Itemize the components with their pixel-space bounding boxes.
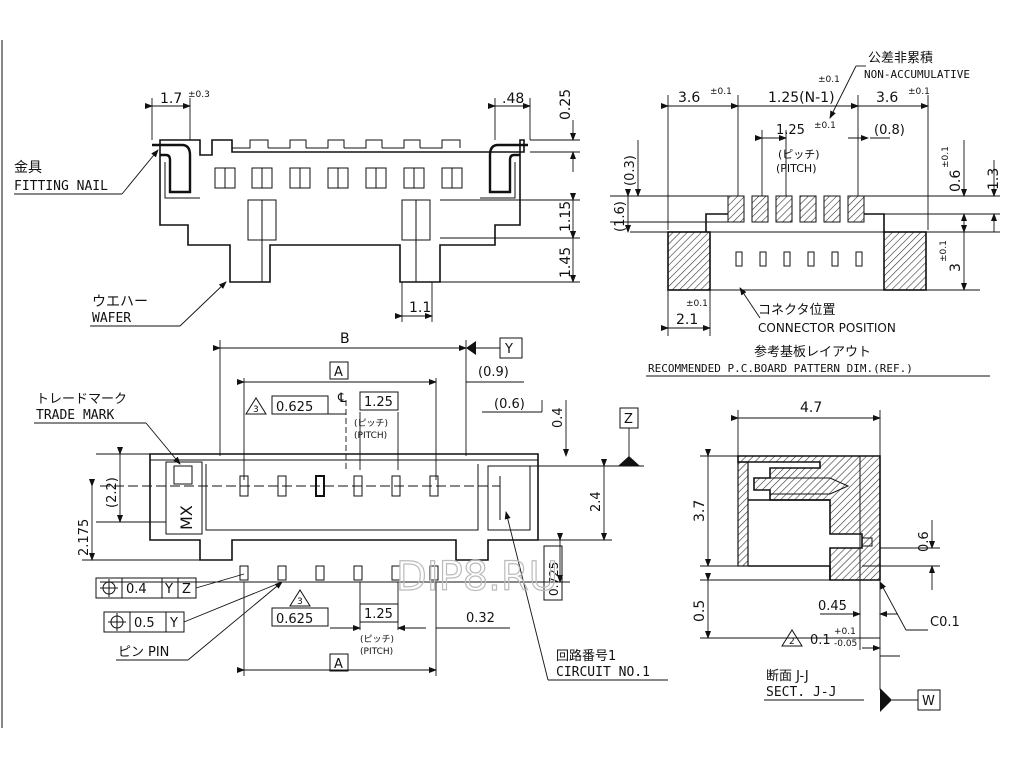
dim-1-7-tol: ±0.3 xyxy=(188,90,210,100)
pin-en: PIN xyxy=(148,645,169,660)
dim-3-6-right: 3.6 xyxy=(876,90,898,106)
dim-3-tol: ±0.1 xyxy=(939,240,949,262)
pin-jp: ピン xyxy=(118,645,144,660)
fitting-nail-en: FITTING NAIL xyxy=(14,179,108,194)
pitch-en-bottom: (PITCH) xyxy=(360,647,393,657)
note-3-top: 3 xyxy=(253,405,259,415)
centerline-icon: ℄ xyxy=(337,391,347,406)
dim-0-725: 0.725 xyxy=(547,562,561,596)
dim-1-6: (1.6) xyxy=(613,201,628,232)
dim-1-15: 1.15 xyxy=(558,201,574,232)
dim-1-7: 1.7 xyxy=(160,91,182,107)
fitting-nail-jp: 金具 xyxy=(14,160,42,176)
dim-1-25-tol: ±0.1 xyxy=(814,121,836,131)
dim-0-6: 0.6 xyxy=(948,170,964,192)
datum-Y-box xyxy=(499,337,523,359)
wafer-jp: ウエハー xyxy=(92,294,148,310)
section-en: SECT. J-J xyxy=(766,685,836,700)
dim-0-5: 0.5 xyxy=(692,600,708,622)
note-2: 2 xyxy=(789,637,795,647)
dim-3: 3 xyxy=(948,263,964,272)
dim-1-45: 1.45 xyxy=(558,247,574,278)
tol-pos-2-ref: Y xyxy=(169,616,178,631)
front-view: B Y A (0.9) トレードマーク TRADE MARK 3 0.625 ℄… xyxy=(34,331,668,681)
pitch-jp-top: (ピッチ) xyxy=(354,418,388,429)
dim-1-3: 1.3 xyxy=(986,168,1002,190)
dim-48: .48 xyxy=(502,91,524,107)
dim-0-6-front: (0.6) xyxy=(494,397,525,412)
pcb-title-en: RECOMMENDED P.C.BOARD PATTERN DIM.(REF.) xyxy=(648,362,913,375)
dim-2-2: (2.2) xyxy=(105,477,120,508)
non-accum-en: NON-ACCUMULATIVE xyxy=(864,68,970,81)
dim-3-6-left: 3.6 xyxy=(678,90,700,106)
dim-2-1-tol: ±0.1 xyxy=(686,299,708,309)
pitch-jp: (ピッチ) xyxy=(778,148,820,161)
connector-position-jp: コネクタ位置 xyxy=(758,303,835,318)
dim-0-32: 0.32 xyxy=(466,611,495,626)
wafer-en: WAFER xyxy=(92,311,131,326)
dim-2-1: 2.1 xyxy=(676,312,698,328)
dim-0-3: (0.3) xyxy=(623,155,638,186)
chamfer-c0-1: C0.1 xyxy=(930,615,960,630)
tol-pos-2: 0.5 xyxy=(134,616,155,631)
dim-pitch-total: 1.25(N-1) xyxy=(768,90,835,106)
dim-1-1: 1.1 xyxy=(409,300,431,316)
dim-0-6-tol: ±0.1 xyxy=(941,146,951,168)
dim-0-4-front: 0.4 xyxy=(551,407,566,428)
dim-4-7: 4.7 xyxy=(800,400,822,416)
top-view: 1.7 ±0.3 .48 0.25 1.15 1.45 1.1 金具 FITTI… xyxy=(14,89,580,327)
dim-3-6-left-tol: ±0.1 xyxy=(710,87,732,97)
dim-0-6-section: 0.6 xyxy=(917,531,932,552)
dim-0-625-bottom: 0.625 xyxy=(276,612,313,627)
dim-0-1-tol-up: +0.1 xyxy=(834,627,856,637)
dim-0-1: 0.1 xyxy=(810,633,831,648)
dim-0-1-tol-dn: -0.05 xyxy=(834,639,857,649)
non-accum-jp: 公差非累積 xyxy=(868,51,933,66)
tol-pos-1-ref-b: Z xyxy=(182,582,191,597)
dim-0-45: 0.45 xyxy=(818,599,847,614)
logo-square-icon xyxy=(173,465,193,485)
dim-0-9: (0.9) xyxy=(478,365,509,380)
datum-Z: Z xyxy=(624,412,633,427)
dim-pitch-total-tol: ±0.1 xyxy=(818,75,840,85)
dim-A-top: A xyxy=(334,365,343,380)
pitch-en-top: (PITCH) xyxy=(354,431,387,441)
circuit-no-1-jp: 回路番号1 xyxy=(556,648,616,664)
dim-2-175: 2.175 xyxy=(77,519,92,556)
dim-3-6-right-tol: ±0.1 xyxy=(908,87,930,97)
section-jp: 断面 J-J xyxy=(766,669,809,684)
datum-Y: Y xyxy=(504,342,513,357)
trade-mark-jp: トレードマーク xyxy=(36,392,127,407)
dim-1-25-top: 1.25 xyxy=(364,395,393,410)
trade-mark-en: TRADE MARK xyxy=(36,408,114,423)
note-3-bottom: 3 xyxy=(297,597,303,607)
dim-1-25: 1.25 xyxy=(776,123,805,138)
connector-position-en: CONNECTOR POSITION xyxy=(758,321,896,335)
watermark: DIP8.RU xyxy=(396,554,558,600)
section-view: 4.7 3.7 0.5 0.6 0.45 C0.1 2 0.1 xyxy=(692,400,960,712)
tol-pos-1: 0.4 xyxy=(126,582,147,597)
dim-0-25: 0.25 xyxy=(558,89,574,120)
dim-2-4: 2.4 xyxy=(589,491,604,512)
pcb-title-jp: 参考基板レイアウト xyxy=(754,344,871,360)
circuit-no-1-en: CIRCUIT NO.1 xyxy=(556,665,650,680)
dim-0-625-top: 0.625 xyxy=(276,400,313,415)
tol-pos-1-ref-a: Y xyxy=(164,582,173,597)
pitch-en: (PITCH) xyxy=(776,162,817,175)
pitch-jp-bottom: (ピッチ) xyxy=(360,634,394,645)
mx-logo: MX xyxy=(177,505,196,530)
dim-A-bottom: A xyxy=(334,657,343,672)
dim-3-7: 3.7 xyxy=(692,500,708,522)
dim-0-8: (0.8) xyxy=(874,123,905,138)
pcb-layout-view: 3.6 ±0.1 1.25(N-1) ±0.1 3.6 ±0.1 公差非累積 N… xyxy=(610,51,1002,377)
dim-1-25-bottom: 1.25 xyxy=(364,607,393,622)
dim-B: B xyxy=(340,331,350,347)
datum-W: W xyxy=(922,694,935,709)
